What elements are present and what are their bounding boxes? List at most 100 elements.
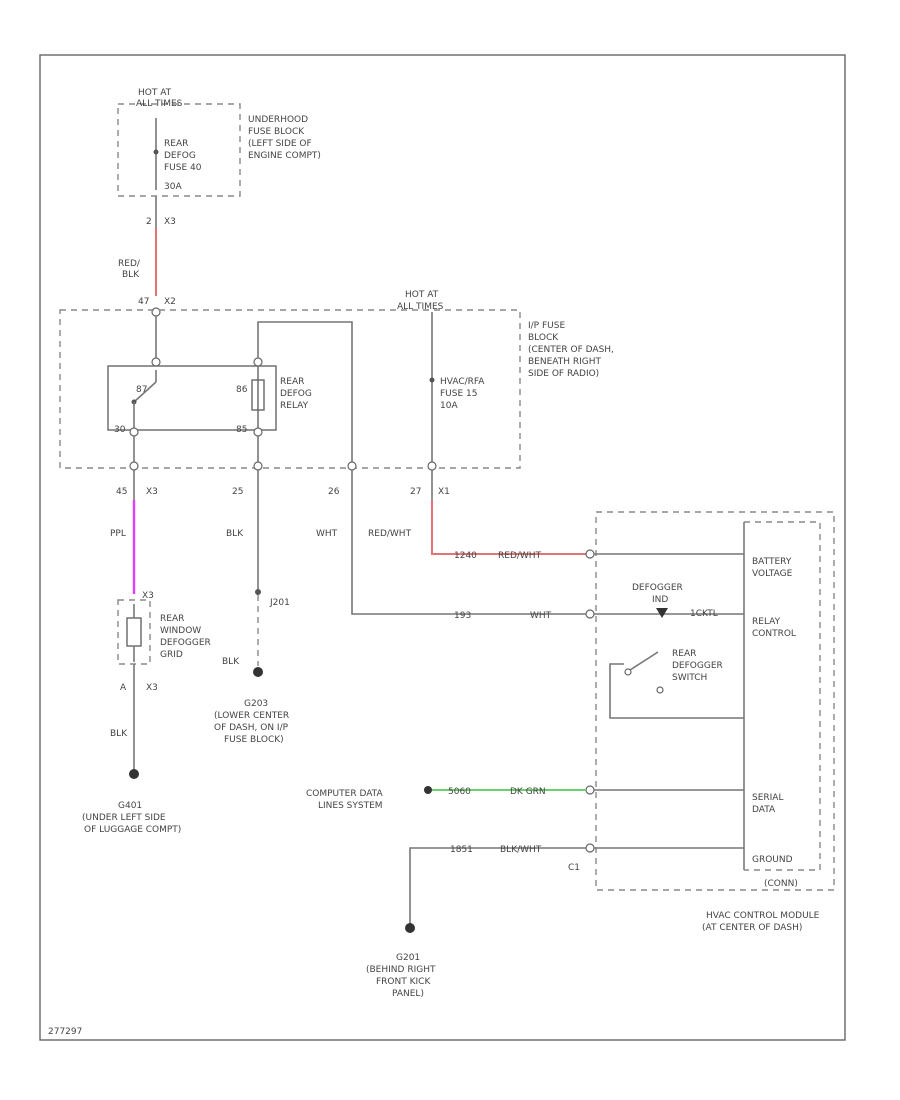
redwht-label: RED/WHT — [368, 529, 412, 539]
redblk-color-1: RED/ — [118, 259, 141, 269]
hvac-circ-led: 1CKTL — [690, 609, 718, 619]
g201-line-1: G201 — [396, 953, 420, 963]
underhood-fuse-block — [117, 103, 241, 197]
ip-terminal-47 — [151, 307, 161, 317]
fuse40-amps: 30A — [164, 182, 182, 192]
fuse40-hot-times: ALL TIMES — [136, 99, 183, 109]
blk-wht-ground-wire — [409, 847, 586, 924]
fuse40-name-2: DEFOG — [164, 151, 196, 161]
data-line-arrow-icon — [424, 786, 432, 794]
g203-line-3: OF DASH, ON I/P — [214, 723, 289, 733]
hvac-internal-box — [744, 521, 821, 871]
relay-pin-86: 86 — [236, 385, 248, 395]
ip-block-line-2: BLOCK — [528, 333, 559, 343]
wire-relay: WHT — [530, 611, 552, 621]
conn-27: X1 — [438, 487, 450, 497]
defogger-grid-element — [126, 617, 142, 647]
hvac-switch-1: REAR — [672, 649, 696, 659]
fuse40-name-3: FUSE 40 — [164, 163, 202, 173]
grid-blk-label: BLK — [110, 729, 128, 739]
fuse40-name-1: REAR — [164, 139, 188, 149]
pin-27: 27 — [410, 487, 421, 497]
ip-terminal-45 — [129, 461, 139, 471]
fuse40-element — [153, 149, 159, 155]
pin-26: 26 — [328, 487, 340, 497]
pin-45: 45 — [116, 487, 127, 497]
g401-line-1: G401 — [118, 801, 142, 811]
hvac-terminal-relay — [585, 609, 595, 619]
hvac-battery-2: VOLTAGE — [752, 569, 793, 579]
wire-data: DK GRN — [510, 787, 546, 797]
redblk-color-2: BLK — [122, 270, 140, 280]
grid-line-1: REAR — [160, 614, 184, 624]
hvac-switch-2: DEFOGGER — [672, 661, 723, 671]
hvac-led-1: DEFOGGER — [632, 583, 683, 593]
pin-25: 25 — [232, 487, 243, 497]
ppl-label: PPL — [110, 529, 126, 539]
relay-terminal-86 — [253, 357, 263, 367]
hvac-fuse-2: FUSE 15 — [440, 389, 477, 399]
g203-blk-label: BLK — [222, 657, 240, 667]
grid-line-2: WINDOW — [160, 626, 201, 636]
relay-contact-arm — [133, 381, 157, 403]
ground-g201-icon — [405, 923, 415, 933]
hvac-name-2: (AT CENTER OF DASH) — [702, 923, 802, 933]
relay-pin-30: 30 — [114, 425, 126, 435]
wht-label: WHT — [316, 529, 338, 539]
defogger-indicator-icon — [656, 608, 668, 618]
fuse40-block-4: ENGINE COMPT) — [248, 151, 321, 161]
hvac-relay-1: RELAY — [752, 617, 781, 627]
relay-terminal-87-top — [151, 357, 161, 367]
relay-coil — [251, 379, 265, 411]
hvac-terminal-ground — [585, 843, 595, 853]
hvac-fuse-3: 10A — [440, 401, 458, 411]
g201-line-2: (BEHIND RIGHT — [366, 965, 436, 975]
circ-data: 5060 — [448, 787, 471, 797]
hvac-fuse-element — [429, 377, 435, 383]
g203-line-2: (LOWER CENTER — [214, 711, 289, 721]
switch-blade-icon — [629, 651, 659, 671]
hvac-ground-label: GROUND — [752, 855, 793, 865]
hvac-terminal-data — [585, 785, 595, 795]
hvac-led-2: IND — [652, 595, 668, 605]
ip-hot-times: ALL TIMES — [397, 302, 444, 312]
ip-terminal-26 — [347, 461, 357, 471]
hvac-fuse-1: HVAC/RFA — [440, 377, 485, 387]
ip-terminal-27 — [427, 461, 437, 471]
splice-j201-label: J201 — [269, 598, 290, 608]
data-label-1: COMPUTER DATA — [306, 789, 383, 799]
wire-gnd: BLK/WHT — [500, 845, 542, 855]
redblk-conn: X3 — [164, 217, 176, 227]
g201-line-4: PANEL) — [392, 989, 424, 999]
hvac-serial-1: SERIAL — [752, 793, 783, 803]
data-label-2: LINES SYSTEM — [318, 801, 383, 811]
fuse40-block-3: (LEFT SIDE OF — [248, 139, 312, 149]
hvac-conn-label: (CONN) — [764, 879, 798, 889]
switch-loop-wire — [609, 663, 744, 719]
ip-block-line-1: I/P FUSE — [528, 321, 565, 331]
switch-pivot — [624, 668, 632, 676]
grid-line-4: GRID — [160, 650, 183, 660]
redblk-pin: 2 — [146, 217, 152, 227]
hvac-control-module — [595, 511, 835, 891]
grid-pin-a: A — [120, 683, 127, 693]
switch-contact — [656, 686, 664, 694]
relay-control-wire — [257, 321, 353, 462]
relay-pin-85: 85 — [236, 425, 247, 435]
wht-wire — [351, 470, 586, 615]
relay-label-2: DEFOG — [280, 389, 312, 399]
relay-pin-87: 87 — [136, 385, 147, 395]
wire-bat: RED/WHT — [498, 551, 542, 561]
g401-line-2: (UNDER LEFT SIDE — [82, 813, 166, 823]
hvac-terminal-battery — [585, 549, 595, 559]
splice-j201 — [255, 589, 261, 595]
relay-label-1: REAR — [280, 377, 304, 387]
red-wht-wire — [431, 500, 586, 555]
circ-relay: 193 — [454, 611, 471, 621]
pin-gnd: C1 — [568, 863, 580, 873]
circ-bat: 1240 — [454, 551, 477, 561]
grid-conn: X3 — [142, 591, 154, 601]
ip-block-line-4: BENEATH RIGHT — [528, 357, 602, 367]
fuse40-block-1: UNDERHOOD — [248, 115, 308, 125]
